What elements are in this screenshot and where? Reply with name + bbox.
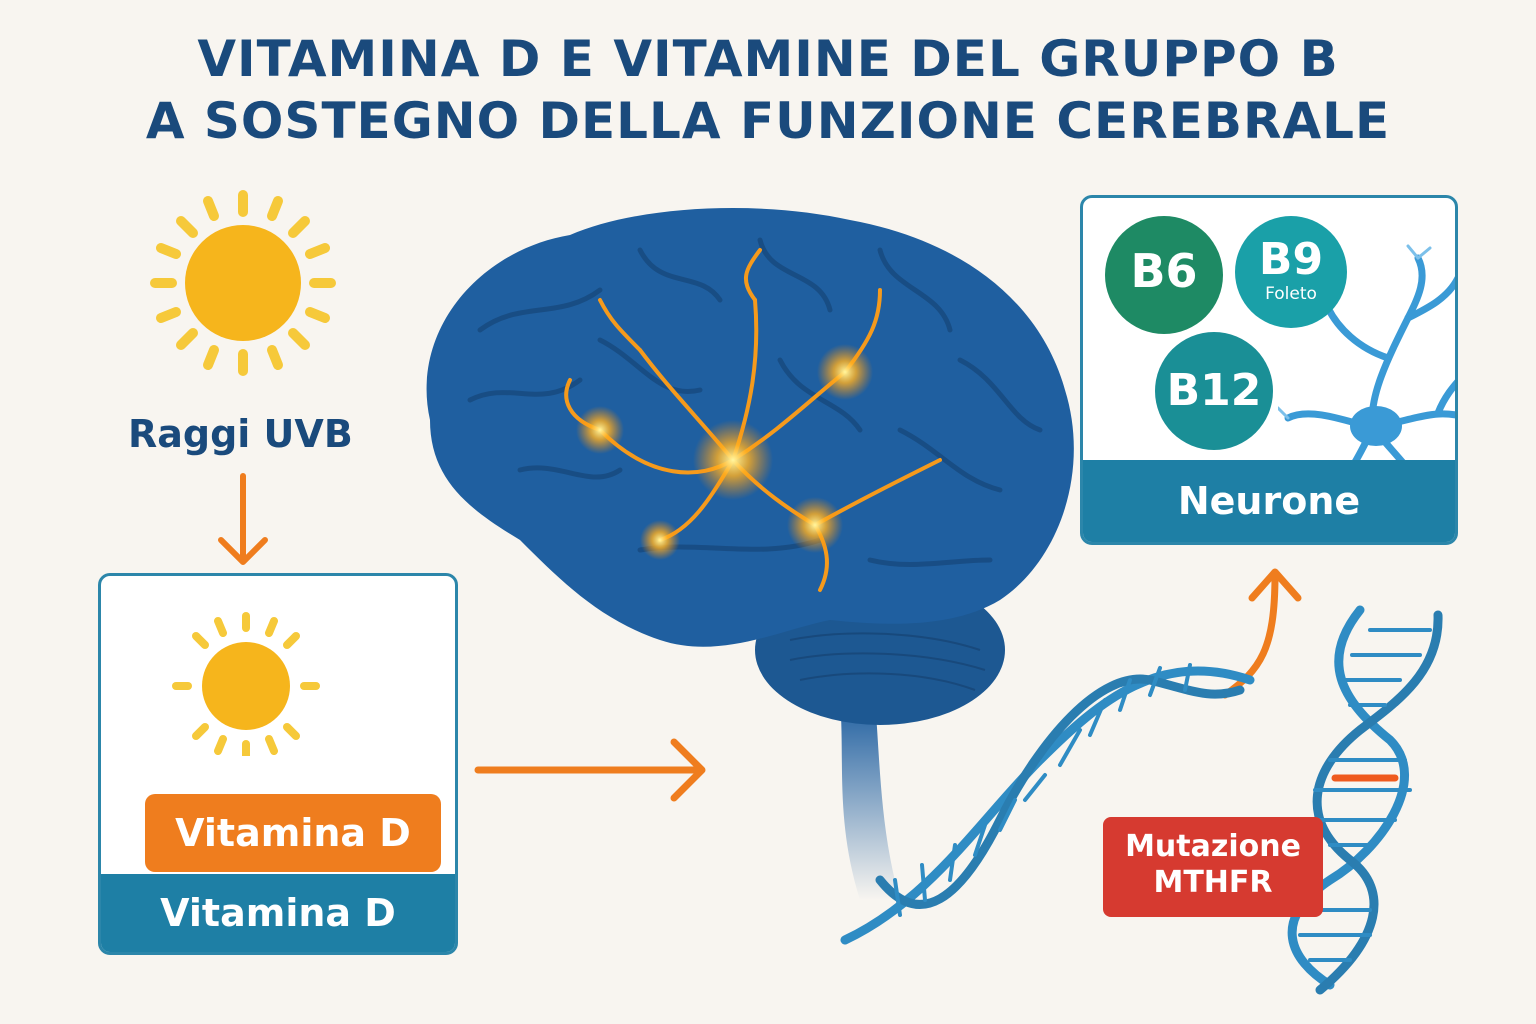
uvb-label: Raggi UVB — [128, 412, 353, 456]
b-vitamins-box: B6 B9 Foleto B12 Neurone — [1080, 195, 1458, 545]
vitamin-b9-sublabel: Foleto — [1265, 284, 1317, 304]
mthfr-line-2: MTHFR — [1153, 865, 1273, 900]
vitamin-b9-badge: B9 Foleto — [1235, 216, 1347, 328]
vitamin-d-badge: Vitamina D — [145, 794, 441, 872]
vitamin-b9-label: B9 — [1258, 234, 1324, 285]
title-line-1: VITAMINA D E VITAMINE DEL GRUPPO B — [197, 30, 1339, 88]
vitamin-b12-badge: B12 — [1155, 332, 1273, 450]
vitamin-b6-badge: B6 — [1105, 216, 1223, 334]
title-line-2: A SOSTEGNO DELLA FUNZIONE CEREBRALE — [145, 92, 1391, 150]
vitamin-d-box: Vitamina D Vitamina D — [98, 573, 458, 955]
dna-helix-icon — [840, 663, 1255, 945]
sun-icon — [150, 190, 336, 376]
dna-helix-icon-2 — [1287, 605, 1443, 995]
neuron-footer: Neurone — [1083, 460, 1455, 542]
mthfr-mutation-badge: Mutazione MTHFR — [1103, 817, 1323, 917]
vitamin-d-footer: Vitamina D — [101, 874, 455, 952]
arrow-down-icon — [218, 473, 268, 565]
brain-illustration — [426, 208, 1074, 900]
arrow-right-icon — [474, 738, 706, 802]
sun-icon-small — [172, 612, 320, 756]
neural-activity-glow — [564, 248, 942, 592]
page-title: VITAMINA D E VITAMINE DEL GRUPPO B A SOS… — [0, 28, 1536, 152]
mthfr-line-1: Mutazione — [1125, 829, 1301, 864]
